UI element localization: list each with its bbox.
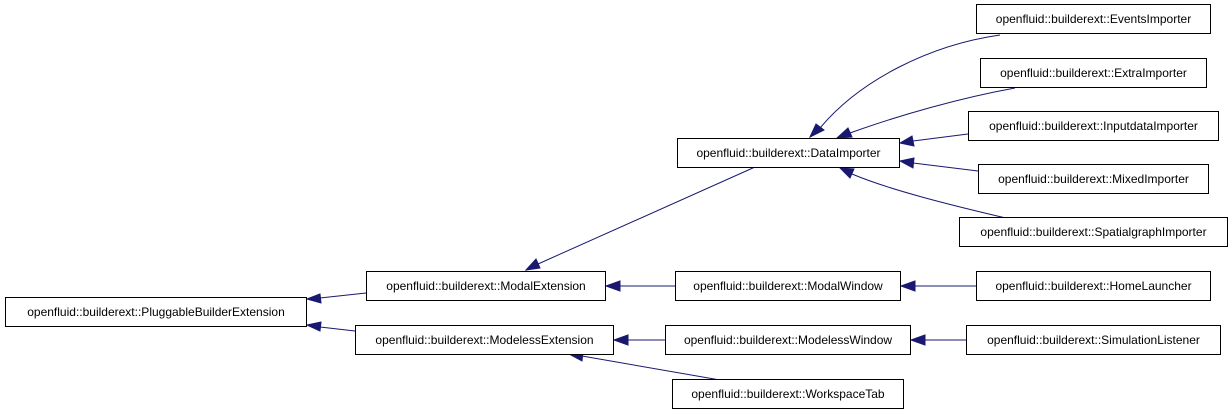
nodes: openfluid::builderext::PluggableBuilderE… xyxy=(5,4,1228,409)
arrowhead-modal-window xyxy=(899,280,916,292)
arrowhead-data-importer-2 xyxy=(835,127,853,139)
node-simulation-listener[interactable]: openfluid::builderext::SimulationListene… xyxy=(966,325,1221,355)
edge-modal-ext-to-pluggable xyxy=(319,292,367,299)
edge-extra-importer-to-data-importer xyxy=(849,87,1016,134)
edge-spatialgraph-importer-to-data-importer xyxy=(851,173,1011,220)
node-label: openfluid::builderext::ExtraImporter xyxy=(1000,66,1187,80)
node-data-importer[interactable]: openfluid::builderext::DataImporter xyxy=(677,138,900,168)
node-modal-extension[interactable]: openfluid::builderext::ModalExtension xyxy=(366,271,606,301)
arrowhead-data-importer-1 xyxy=(808,123,825,139)
node-label: openfluid::builderext::ModelessExtension xyxy=(375,333,593,347)
node-label: openfluid::builderext::EventsImporter xyxy=(996,12,1191,26)
arrowhead-pluggable-2 xyxy=(305,321,322,332)
node-label: openfluid::builderext::WorkspaceTab xyxy=(691,387,885,401)
arrowhead-modal-ext-2 xyxy=(604,280,621,292)
node-home-launcher[interactable]: openfluid::builderext::HomeLauncher xyxy=(976,271,1211,301)
node-label: openfluid::builderext::SpatialgraphImpor… xyxy=(980,225,1206,239)
arrowhead-modal-ext-1 xyxy=(524,258,541,271)
node-spatialgraph-importer[interactable]: openfluid::builderext::SpatialgraphImpor… xyxy=(959,217,1228,247)
arrowhead-modeless-window xyxy=(909,334,926,346)
arrowhead-data-importer-5 xyxy=(838,167,855,179)
node-label: openfluid::builderext::ModelessWindow xyxy=(684,333,892,347)
node-label: openfluid::builderext::PluggableBuilderE… xyxy=(27,305,285,319)
node-label: openfluid::builderext::ModalExtension xyxy=(386,279,585,293)
edge-workspace-tab-to-modeless-ext xyxy=(581,355,721,381)
node-modeless-extension[interactable]: openfluid::builderext::ModelessExtension xyxy=(355,325,614,355)
edge-mixed-importer-to-data-importer xyxy=(912,162,979,172)
node-modeless-window[interactable]: openfluid::builderext::ModelessWindow xyxy=(665,325,911,355)
arrowhead-data-importer-4 xyxy=(898,157,915,169)
node-mixed-importer[interactable]: openfluid::builderext::MixedImporter xyxy=(978,164,1209,194)
node-workspace-tab[interactable]: openfluid::builderext::WorkspaceTab xyxy=(672,379,904,409)
node-label: openfluid::builderext::InputdataImporter xyxy=(989,119,1198,133)
edge-data-importer-to-modal-ext xyxy=(537,166,756,265)
edge-modeless-ext-to-pluggable xyxy=(319,326,356,332)
arrowhead-modeless-ext-1 xyxy=(612,334,629,346)
node-extra-importer[interactable]: openfluid::builderext::ExtraImporter xyxy=(980,58,1207,88)
arrowhead-data-importer-3 xyxy=(898,135,915,147)
node-modal-window[interactable]: openfluid::builderext::ModalWindow xyxy=(675,271,901,301)
edge-inputdata-importer-to-data-importer xyxy=(912,133,969,142)
node-label: openfluid::builderext::MixedImporter xyxy=(998,172,1189,186)
node-label: openfluid::builderext::SimulationListene… xyxy=(987,333,1200,347)
node-label: openfluid::builderext::HomeLauncher xyxy=(995,279,1191,293)
arrowhead-pluggable-1 xyxy=(305,293,322,304)
node-label: openfluid::builderext::DataImporter xyxy=(696,146,880,160)
node-events-importer[interactable]: openfluid::builderext::EventsImporter xyxy=(976,4,1211,34)
node-label: openfluid::builderext::ModalWindow xyxy=(693,279,883,293)
edge-events-importer-to-data-importer xyxy=(819,34,1001,129)
node-inputdata-importer[interactable]: openfluid::builderext::InputdataImporter xyxy=(968,111,1219,141)
node-pluggable-builder-extension[interactable]: openfluid::builderext::PluggableBuilderE… xyxy=(5,297,307,327)
